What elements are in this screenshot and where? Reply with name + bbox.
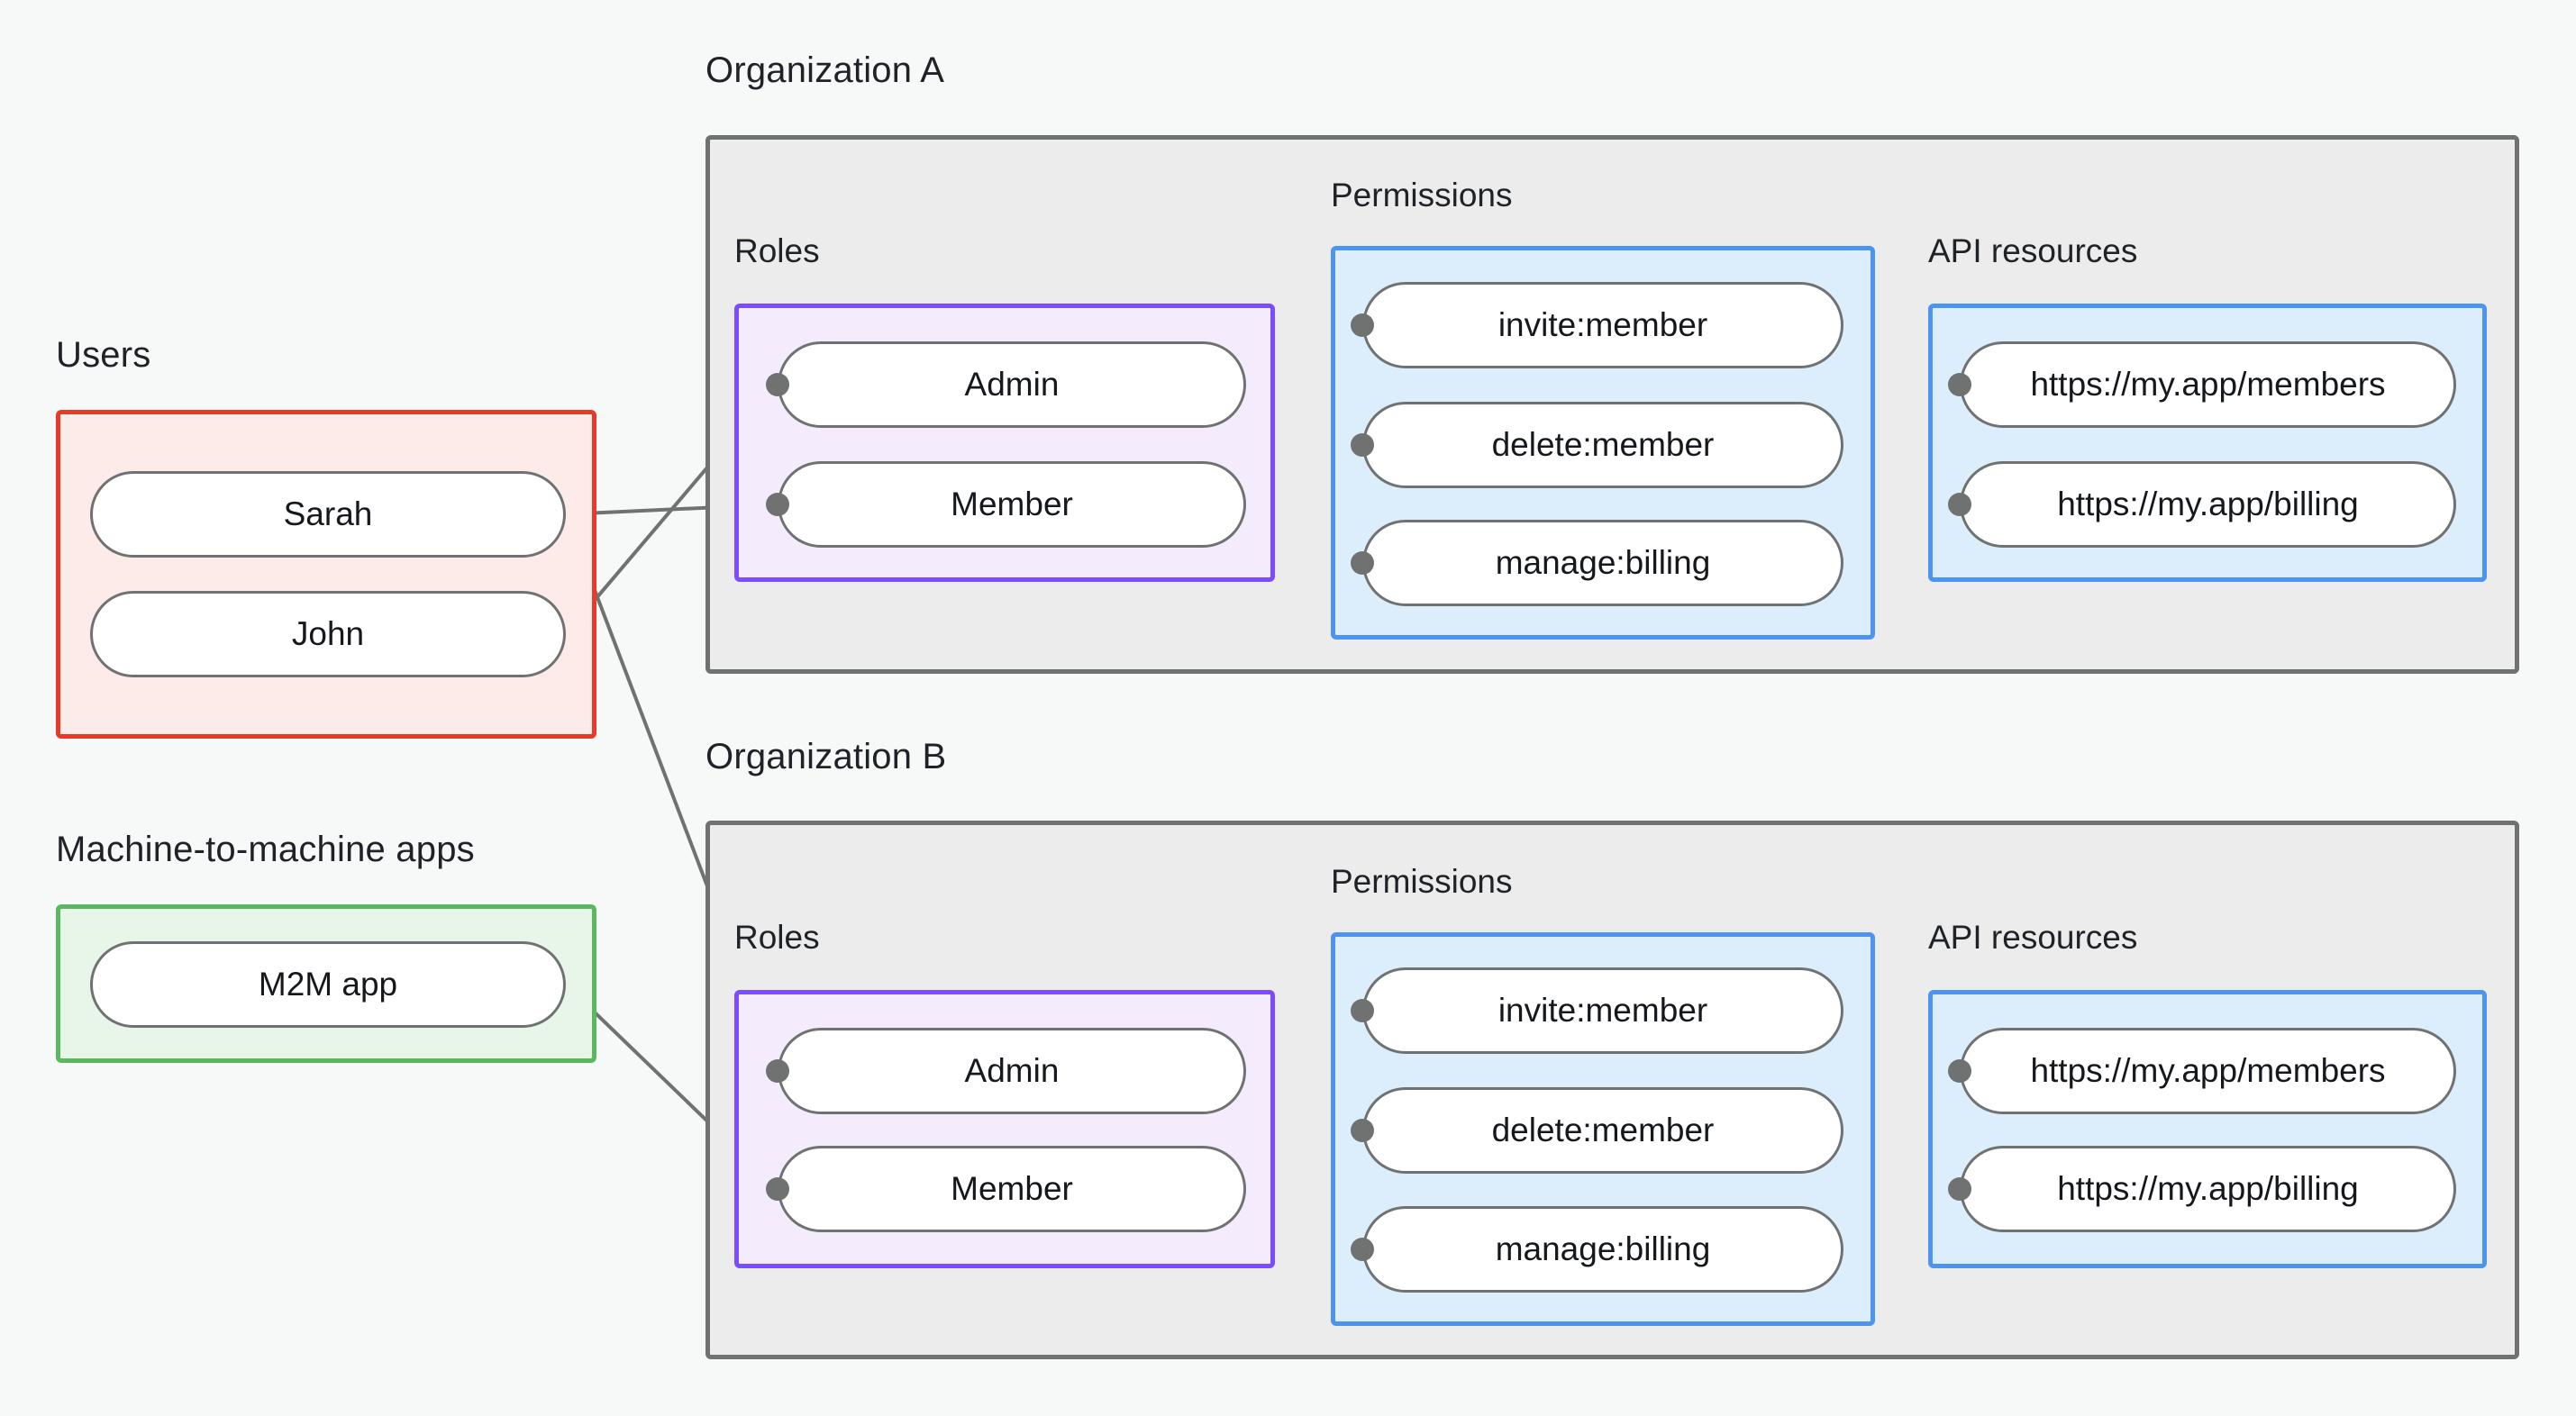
- org-b-api-resources-label: API resources: [1928, 919, 2138, 956]
- endpoint-dot-org-b-res-members: [1948, 1059, 1971, 1083]
- group-label-org-a: Organization A: [705, 50, 945, 90]
- org-a-api-resources-label: API resources: [1928, 232, 2138, 269]
- group-label-org-b: Organization B: [705, 737, 947, 776]
- org-a-permissions-label: Permissions: [1331, 177, 1513, 213]
- org-a-roles-label: Roles: [734, 232, 820, 269]
- org-b-permissions-label: Permissions: [1331, 863, 1513, 900]
- endpoint-dot-org-b-invite: [1351, 999, 1374, 1022]
- endpoint-dot-org-a-admin: [766, 373, 789, 396]
- org-a-role-pill-member[interactable]: Member: [778, 461, 1246, 548]
- org-b-permission-pill-invite-member[interactable]: invite:member: [1362, 967, 1843, 1054]
- endpoint-dot-org-b-res-billing: [1948, 1177, 1971, 1201]
- endpoint-dot-org-b-billing: [1351, 1238, 1374, 1261]
- org-b-permission-pill-manage-billing[interactable]: manage:billing: [1362, 1206, 1843, 1293]
- org-b-api-resource-pill-billing[interactable]: https://my.app/billing: [1960, 1146, 2456, 1232]
- users-container: [56, 410, 596, 739]
- group-label-users: Users: [56, 335, 151, 375]
- org-b-role-pill-admin[interactable]: Admin: [778, 1028, 1246, 1114]
- org-a-permission-pill-invite-member[interactable]: invite:member: [1362, 282, 1843, 368]
- endpoint-dot-org-a-res-billing: [1948, 493, 1971, 516]
- endpoint-dot-org-a-res-members: [1948, 373, 1971, 396]
- endpoint-dot-org-a-invite: [1351, 313, 1374, 337]
- org-a-permission-pill-manage-billing[interactable]: manage:billing: [1362, 520, 1843, 606]
- group-label-m2m: Machine-to-machine apps: [56, 830, 475, 869]
- endpoint-dot-org-a-member: [766, 493, 789, 516]
- org-b-role-pill-member[interactable]: Member: [778, 1146, 1246, 1232]
- endpoint-dot-org-a-billing: [1351, 551, 1374, 575]
- m2m-pill-app[interactable]: M2M app: [90, 941, 566, 1028]
- org-b-permission-pill-delete-member[interactable]: delete:member: [1362, 1087, 1843, 1174]
- user-pill-sarah[interactable]: Sarah: [90, 471, 566, 558]
- org-a-permission-pill-delete-member[interactable]: delete:member: [1362, 402, 1843, 488]
- endpoint-dot-org-a-delete: [1351, 433, 1374, 457]
- org-a-role-pill-admin[interactable]: Admin: [778, 341, 1246, 428]
- org-a-api-resource-pill-members[interactable]: https://my.app/members: [1960, 341, 2456, 428]
- endpoint-dot-org-b-member: [766, 1177, 789, 1201]
- endpoint-dot-org-b-admin: [766, 1059, 789, 1083]
- org-a-api-resource-pill-billing[interactable]: https://my.app/billing: [1960, 461, 2456, 548]
- org-b-roles-label: Roles: [734, 919, 820, 956]
- org-b-api-resource-pill-members[interactable]: https://my.app/members: [1960, 1028, 2456, 1114]
- endpoint-dot-org-b-delete: [1351, 1119, 1374, 1142]
- user-pill-john[interactable]: John: [90, 591, 566, 677]
